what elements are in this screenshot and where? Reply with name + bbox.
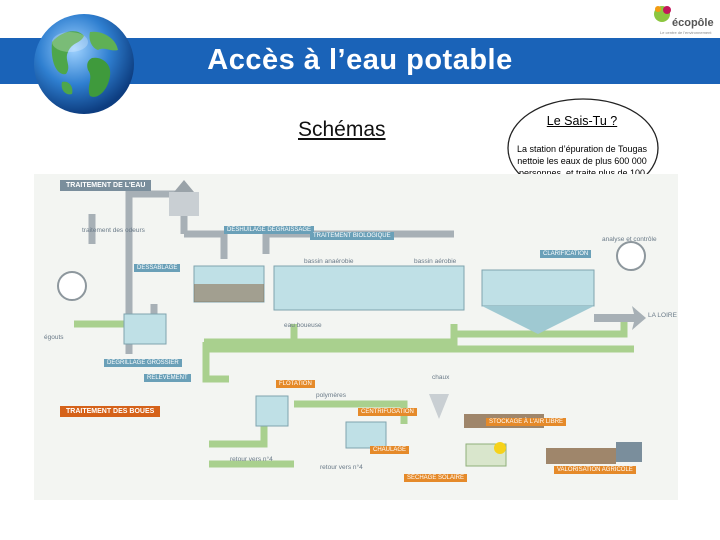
section-water: TRAITEMENT DE L'EAU bbox=[60, 180, 152, 191]
label-poly: polymères bbox=[316, 392, 346, 399]
tag-sand: DESSABLAGE bbox=[134, 264, 181, 272]
tractor-icon bbox=[616, 442, 642, 462]
tank-grit bbox=[123, 313, 167, 345]
label-sludge-out: eau boueuse bbox=[284, 322, 322, 329]
label-anaerobic: bassin anaérobie bbox=[304, 258, 354, 265]
lime-silo bbox=[429, 394, 449, 419]
bubble-title: Le Sais-Tu ? bbox=[546, 114, 618, 128]
microscope-icon bbox=[57, 271, 87, 301]
label-control: analyse et contrôle bbox=[602, 236, 657, 243]
logo-tagline: Le centre de l'environnement bbox=[660, 30, 712, 35]
label-loire: LA LOIRE bbox=[648, 312, 677, 319]
label-retour1: retour vers n°4 bbox=[230, 456, 273, 463]
tank-biological bbox=[273, 265, 465, 311]
tank-clarifier bbox=[481, 269, 595, 307]
tag-relev: RELÈVEMENT bbox=[144, 374, 191, 382]
slide-title: Accès à l’eau potable bbox=[207, 44, 513, 76]
microscope-icon-right bbox=[616, 241, 646, 271]
tag-flot: FLOTATION bbox=[276, 380, 315, 388]
subtitle-text: Schémas bbox=[298, 118, 386, 141]
tag-valor: VALORISATION AGRICOLE bbox=[554, 466, 636, 474]
tag-bio: TRAITEMENT BIOLOGIQUE bbox=[310, 232, 394, 240]
tag-secha: SÉCHAGE SOLAIRE bbox=[404, 474, 468, 482]
label-odor: traitement des odeurs bbox=[82, 227, 145, 234]
odor-unit bbox=[169, 192, 199, 216]
tag-centri: CENTRIFUGATION bbox=[358, 408, 417, 416]
tag-degrill: DÉGRILLAGE GROSSIER bbox=[104, 359, 182, 367]
sun-icon bbox=[494, 442, 506, 454]
logo-name: écopôle bbox=[672, 17, 714, 29]
green-pipes bbox=[74, 314, 634, 468]
tag-desodor: DÉSHUILAGE DÉGRAISSAGE bbox=[224, 226, 315, 234]
section-sludge: TRAITEMENT DES BOUES bbox=[60, 406, 161, 417]
label-egouts: égouts bbox=[44, 334, 64, 341]
section-subtitle: Schémas bbox=[298, 118, 386, 142]
tag-chaul: CHAULAGE bbox=[370, 446, 410, 454]
label-retour2: retour vers n°4 bbox=[320, 464, 363, 471]
treatment-diagram: TRAITEMENT DE L'EAU TRAITEMENT DES BOUES… bbox=[34, 174, 678, 500]
tractor-field bbox=[546, 448, 616, 464]
tag-clarif: CLARIFICATION bbox=[540, 250, 592, 258]
label-aerobic: bassin aérobie bbox=[414, 258, 457, 265]
globe-icon bbox=[34, 14, 134, 114]
tag-stock: STOCKAGE À L'AIR LIBRE bbox=[486, 418, 567, 426]
ecopole-logo bbox=[654, 6, 671, 22]
tank-centrifuge bbox=[345, 421, 387, 449]
arrow-out-loire bbox=[594, 306, 646, 330]
diagram-canvas bbox=[34, 174, 678, 500]
tank-flotation bbox=[255, 395, 289, 427]
label-chaux: chaux bbox=[432, 374, 450, 381]
